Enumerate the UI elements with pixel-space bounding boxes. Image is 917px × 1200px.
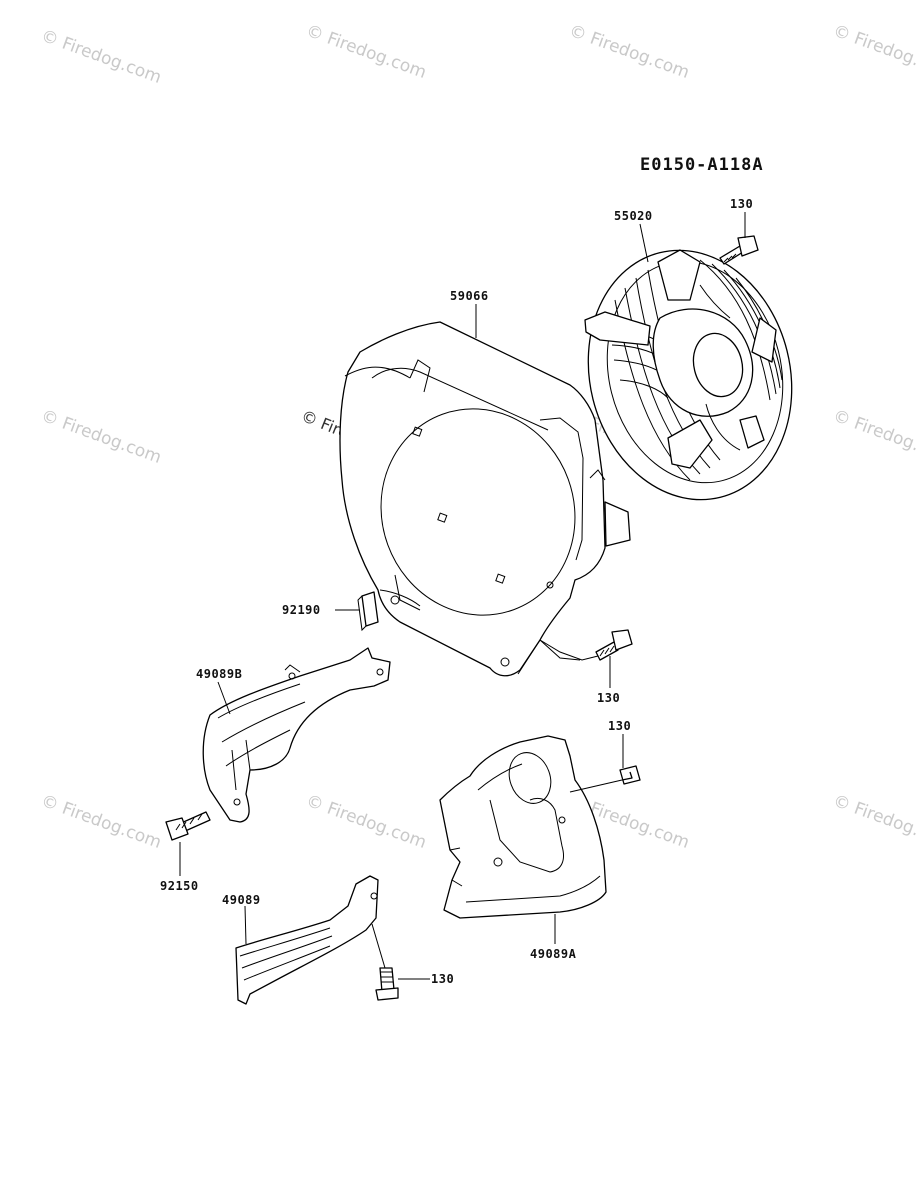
bolt-top-part (719, 235, 759, 265)
label-bolt-right: 130 (608, 719, 631, 733)
stud-part (165, 811, 211, 841)
label-cover-grille: 55020 (614, 209, 653, 223)
part-labels: 55020 130 59066 92190 49089B 130 130 921… (160, 197, 753, 986)
label-shroud-b: 49089B (196, 667, 242, 681)
cover-grille-part (584, 249, 793, 501)
label-bolt-top: 130 (730, 197, 753, 211)
label-seal-strip: 92190 (282, 603, 321, 617)
watermark-text: © Firedog.com (303, 21, 429, 83)
watermark-text: © Firedog.com (38, 406, 164, 468)
label-fan-housing: 59066 (450, 289, 489, 303)
bolt-bottom-part (375, 967, 399, 1001)
bolt-middle-part (595, 629, 633, 661)
diagram-code: E0150-A118A (640, 155, 764, 175)
label-bolt-mid: 130 (597, 691, 620, 705)
watermark-text: © Firedog.com (830, 791, 917, 853)
watermark-text: © Firedog.com (566, 21, 692, 83)
label-stud: 92150 (160, 879, 199, 893)
watermark-text: © Firedog.com (830, 21, 917, 83)
watermark-text: © Firedog.com (303, 791, 429, 853)
bolt-right-part (619, 765, 641, 785)
watermark-text: © Firedog.com (38, 26, 164, 88)
label-bolt-bottom: 130 (431, 972, 454, 986)
label-shroud: 49089 (222, 893, 261, 907)
shroud-part (235, 875, 379, 1005)
shroud-a-part (439, 735, 607, 919)
shroud-b-part (202, 647, 391, 823)
leader-lines (179, 212, 746, 980)
watermark-text: © Firedog.com (38, 791, 164, 853)
seal-strip-part (357, 591, 379, 632)
fan-housing-part (339, 321, 631, 677)
watermark-text: © Firedog.com (830, 406, 917, 468)
label-shroud-a: 49089A (530, 947, 577, 961)
